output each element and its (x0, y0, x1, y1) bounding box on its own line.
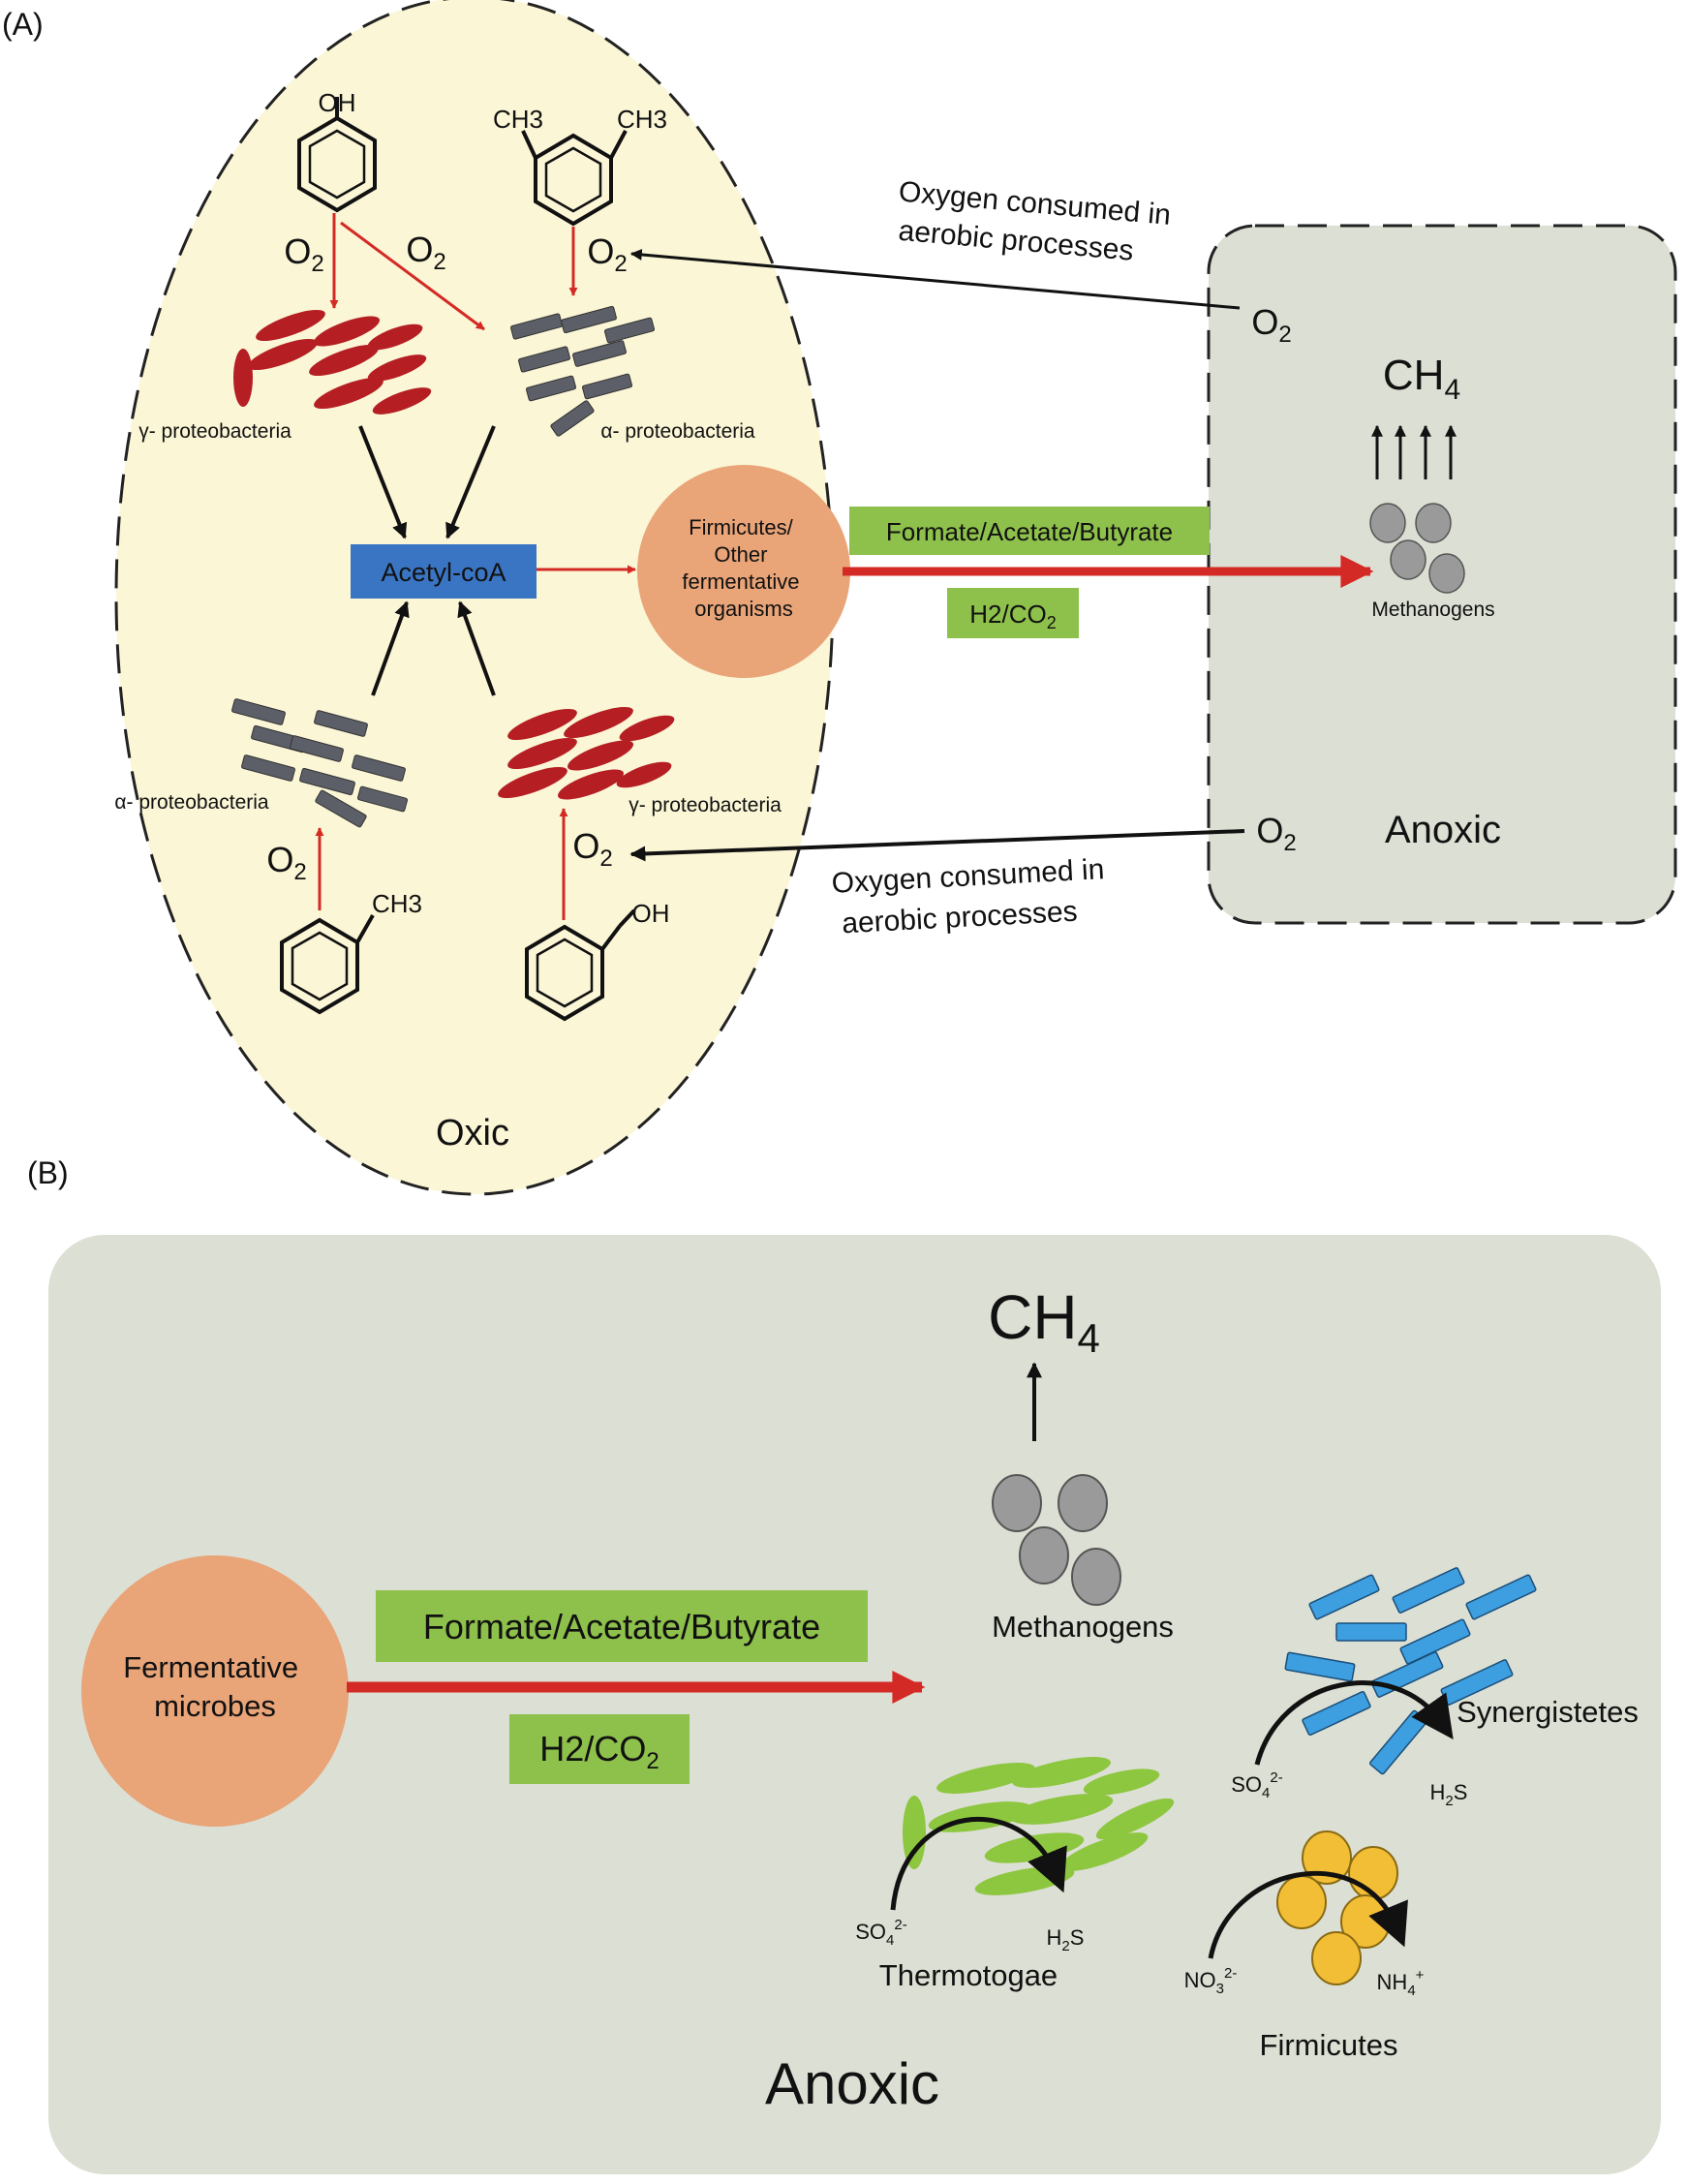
fermentative-circle (81, 1555, 349, 1827)
gamma-proteobacteria-label-top: γ- proteobacteria (138, 420, 291, 443)
toluene-molecule: CH3 (280, 889, 422, 1015)
synergistetes-label: Synergistetes (1457, 1695, 1639, 1729)
synergistetes-h2s: H2S (1430, 1780, 1468, 1809)
o2-label-anoxic-bottom: O2 (1256, 811, 1296, 856)
gamma-proteobacteria-top (233, 309, 432, 415)
alpha-proteobacteria-label-bottom: α- proteobacteria (114, 791, 269, 814)
phenol-molecule: OH (297, 88, 377, 213)
h2co2-box-a (947, 588, 1079, 638)
o2-label-phenol-right: O2 (406, 230, 445, 275)
arrow-alpha-bottom-to-acetyl (371, 600, 410, 696)
h2co2-label-a: H2/CO2 (969, 600, 1056, 632)
alpha-proteobacteria-label-top: α- proteobacteria (600, 420, 755, 443)
ch4-label-a: CH4 (1383, 352, 1460, 406)
toluene-ch3-label: CH3 (372, 889, 422, 918)
panel-a-label: (A) (2, 7, 44, 42)
ch4-label-b: CH4 (988, 1282, 1100, 1361)
fermentative-label: Fermentative microbes (123, 1650, 307, 1723)
thermotogae-so4: SO42- (855, 1917, 906, 1949)
xylene-ch3-left: CH3 (493, 105, 543, 134)
methanogens-cluster-a (1369, 503, 1465, 594)
panel-b-label: (B) (27, 1155, 69, 1190)
formate-box-b (376, 1590, 868, 1662)
gamma-proteobacteria-bottom (498, 706, 675, 800)
benzyl-alcohol-molecule: OH (525, 899, 670, 1022)
methanogens-label-b: Methanogens (992, 1610, 1174, 1644)
synergistetes-so4: SO42- (1231, 1769, 1282, 1801)
h2co2-box-b (509, 1714, 690, 1784)
thermotogae-reaction-arrow (890, 1816, 1067, 1911)
synergistetes-reaction-arrow (1254, 1680, 1454, 1766)
alpha-proteobacteria-bottom (231, 698, 409, 828)
alpha-proteobacteria-top (510, 305, 656, 437)
thermotogae-label: Thermotogae (879, 1958, 1058, 1992)
firmicutes-nh4: NH4+ (1377, 1967, 1425, 1999)
o2-label-toluene: O2 (266, 840, 306, 885)
anoxic-label-a: Anoxic (1385, 809, 1501, 851)
firmicutes-reaction-arrow (1208, 1870, 1408, 1959)
arrow-gamma-bottom-to-acetyl (457, 600, 496, 696)
o2-label-anoxic-top: O2 (1251, 302, 1291, 348)
methanogens-cluster-b (992, 1474, 1121, 1606)
acetyl-coa-box (351, 544, 537, 599)
methane-release-arrows (1371, 424, 1457, 479)
arrow-phenol-alpha (340, 221, 485, 331)
oxygen-note-bottom: Oxygen consumed in aerobic processes (831, 853, 1116, 940)
oxygen-note-top: Oxygen consumed in aerobic processes (894, 176, 1180, 271)
benzyl-oh-label: OH (632, 899, 670, 928)
o2-label-benzyl: O2 (572, 826, 612, 872)
formate-box-a (849, 507, 1210, 555)
panel-b: (B) Anoxic CH4 Methanogens Fermentative … (27, 1155, 1661, 2174)
acetyl-coa-label: Acetyl-coA (381, 558, 506, 587)
formate-label-b: Formate/Acetate/Butyrate (423, 1607, 820, 1646)
thermotogae-h2s: H2S (1047, 1925, 1085, 1954)
anoxic-zone-b (48, 1235, 1661, 2174)
firmicutes-label-b: Firmicutes (1260, 2028, 1398, 2062)
firmicutes-no3: NO32- (1184, 1965, 1238, 1997)
arrow-gamma-top-to-acetyl (358, 425, 408, 539)
formate-label-a: Formate/Acetate/Butyrate (886, 517, 1173, 546)
phenol-oh-label: OH (319, 88, 356, 117)
arrow-alpha-top-to-acetyl (445, 425, 496, 539)
o2-label-xylene: O2 (587, 231, 627, 277)
methanogens-label-a: Methanogens (1371, 599, 1494, 621)
xylene-ch3-right: CH3 (617, 105, 667, 134)
oxic-label: Oxic (436, 1113, 509, 1154)
h2co2-label-b: H2/CO2 (539, 1729, 659, 1774)
panel-a: (A) Oxic Anoxic OH CH3 CH3 CH3 (2, 0, 1677, 1196)
arrow-oxygen-bottom (629, 829, 1245, 862)
firmicutes-label: Firmicutes/ Other fermentative organisms (682, 515, 805, 621)
gamma-proteobacteria-label-bottom: γ- proteobacteria (629, 794, 782, 816)
xylene-molecule: CH3 CH3 (493, 105, 667, 227)
o2-label-phenol-left: O2 (284, 231, 323, 277)
firmicutes-circle (637, 465, 850, 678)
arrow-oxygen-top (629, 248, 1241, 310)
anoxic-label-b: Anoxic (765, 2051, 939, 2116)
